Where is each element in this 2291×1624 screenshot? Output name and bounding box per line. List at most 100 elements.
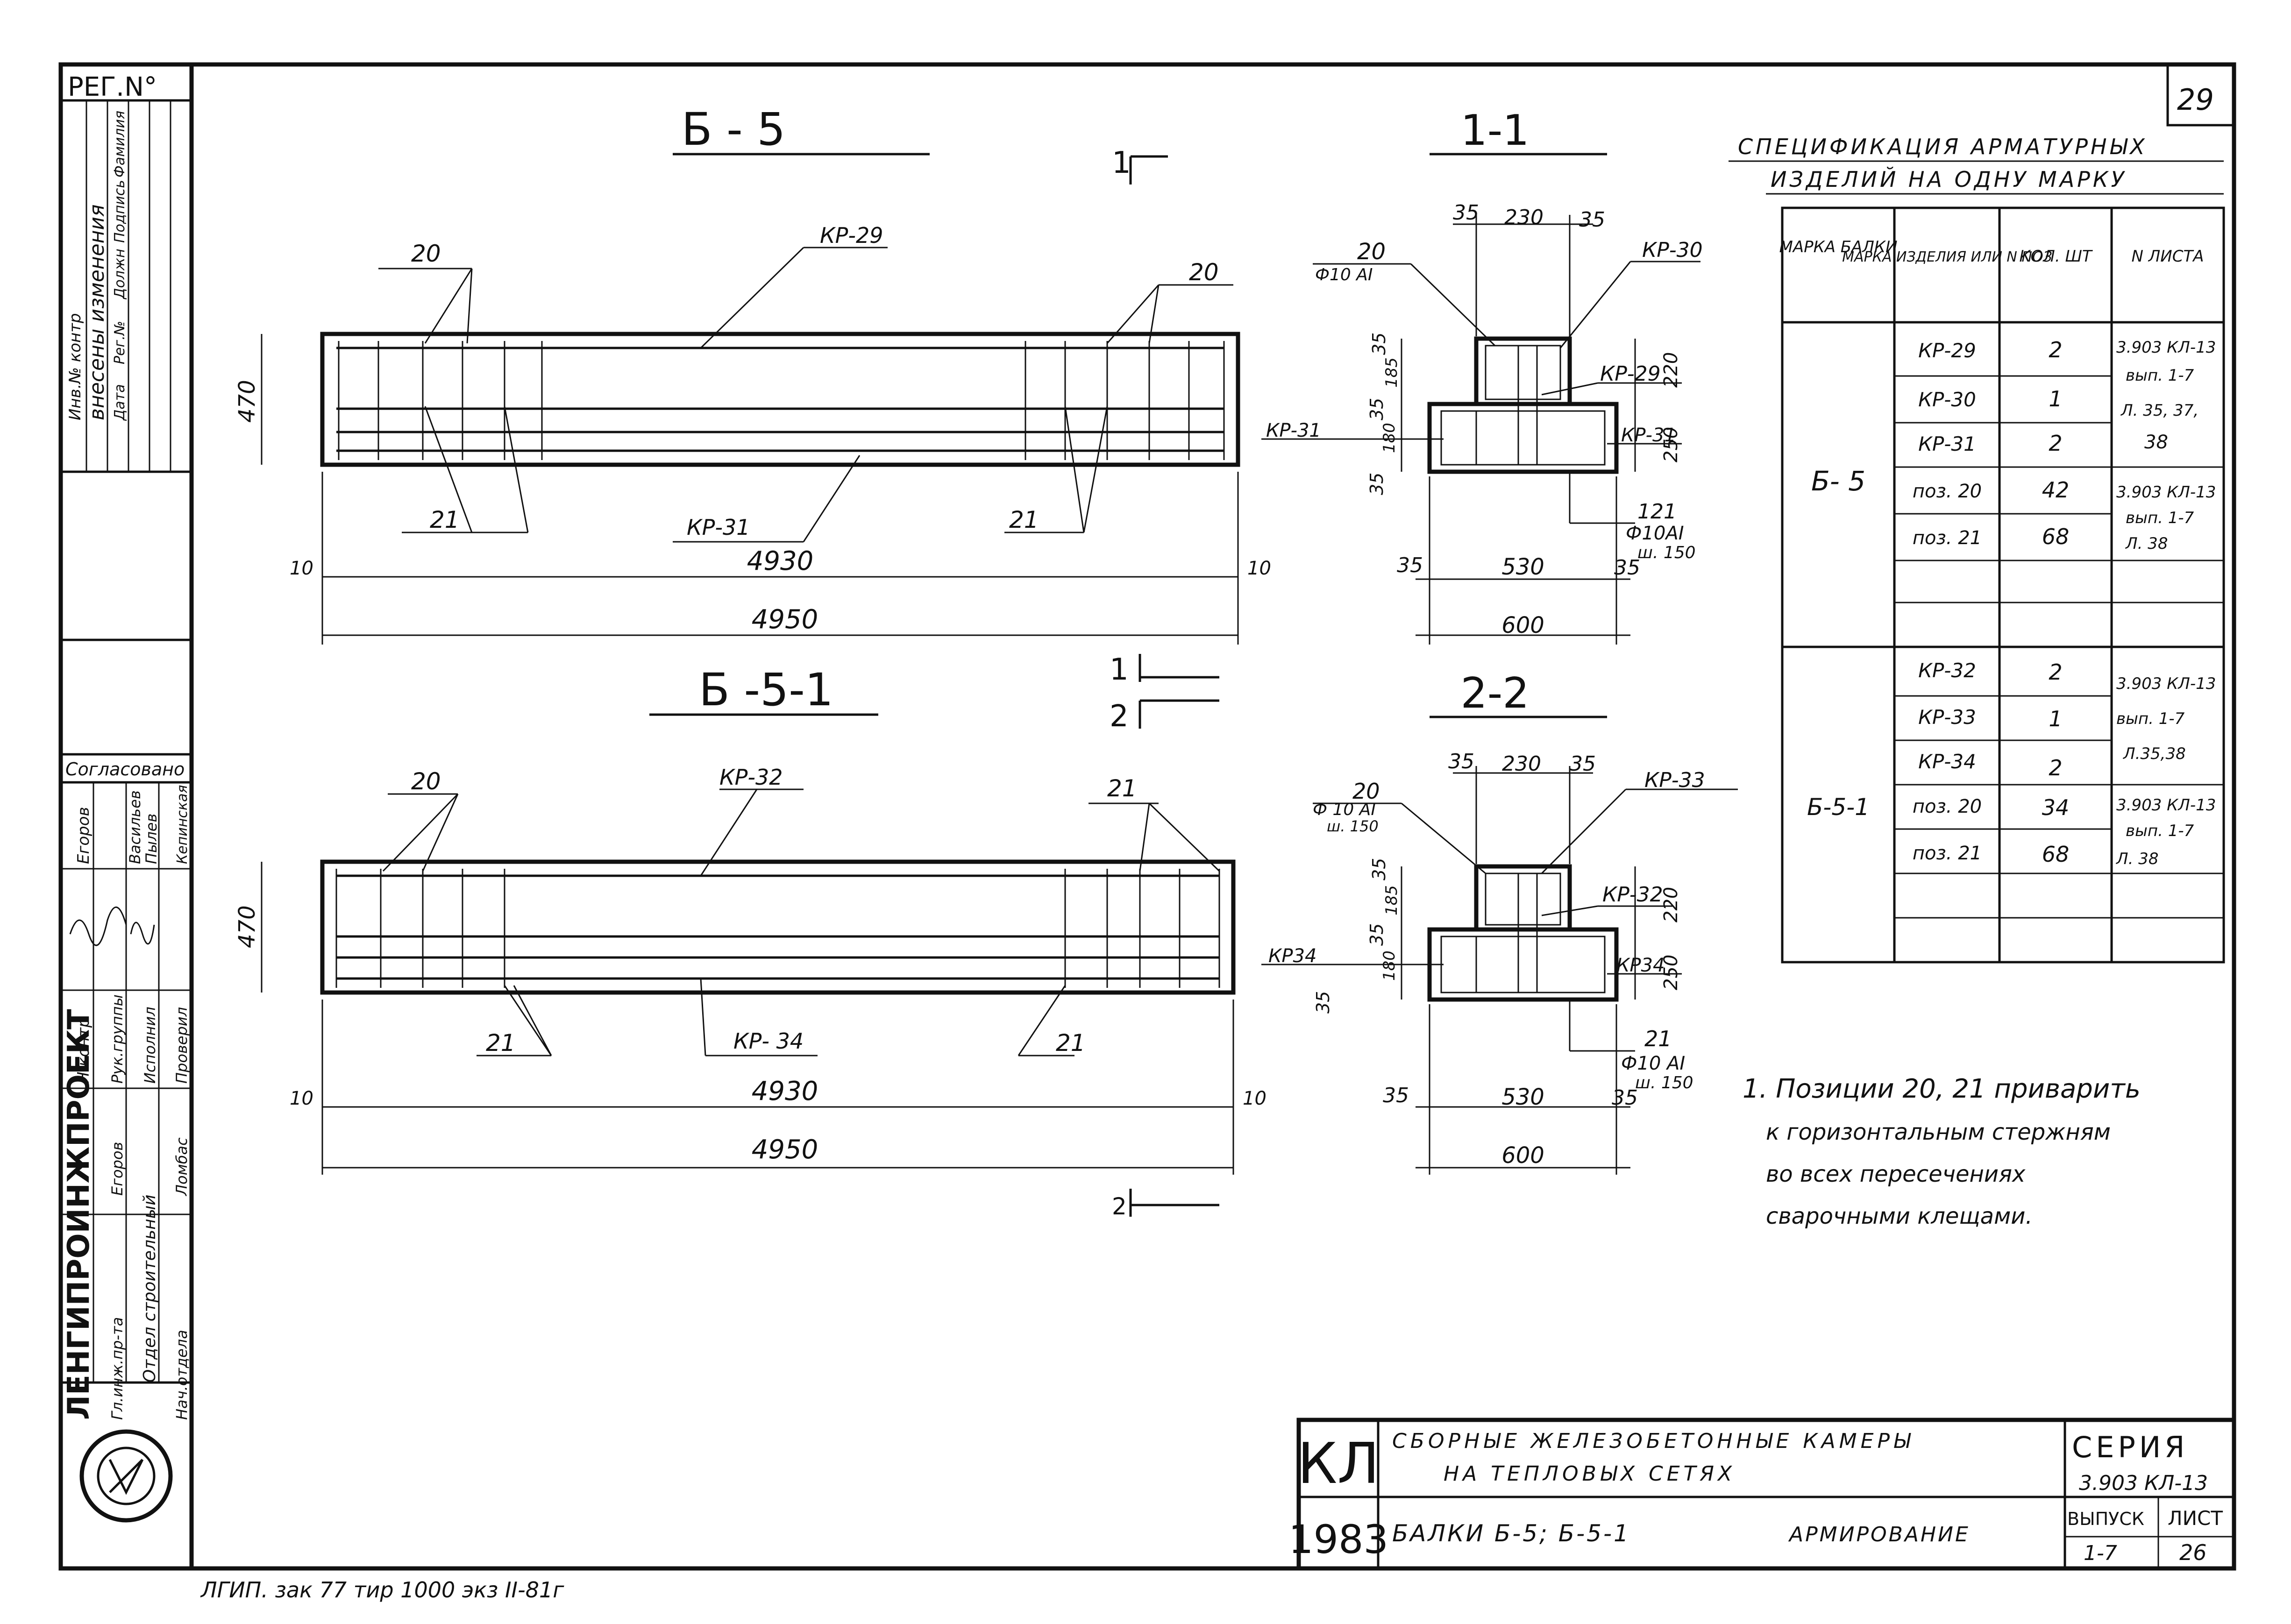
s22-w530: 530	[1501, 1084, 1544, 1110]
b51-inner-length: 4930	[752, 1076, 818, 1106]
b5-kp31-label: КР-31	[687, 515, 750, 540]
changes-col-4: Подпись	[112, 180, 128, 243]
stamp-sheet: 26	[2179, 1540, 2207, 1565]
s22-w35l: 35	[1383, 1084, 1409, 1107]
s11-d180: 180	[1380, 423, 1399, 453]
b51-cut-2: 2	[1110, 699, 1129, 734]
b5-end-right: 10	[1247, 558, 1271, 579]
inventory-label: Инв.№ контр	[66, 313, 85, 420]
s11-w35r: 35	[1614, 556, 1640, 580]
changes-col-5: Фамилия	[112, 111, 128, 177]
spec-b51-ref2-b: вып. 1-7	[2126, 822, 2194, 840]
spec-b5-ref2-c: Л. 38	[2125, 534, 2168, 553]
head-name: Ломбас	[173, 1137, 191, 1196]
s22-d230: 230	[1502, 752, 1541, 776]
b51-beam-outline	[320, 859, 1236, 995]
spec-b51-ref1-b: вып. 1-7	[2116, 709, 2185, 728]
spec-b51-item-4: поз. 20	[1913, 796, 1982, 817]
title-block-frame	[1296, 1418, 2236, 1571]
spec-b5-ref2-a: 3.903 КЛ-13	[2116, 483, 2216, 502]
stamp-year: 1983	[1288, 1517, 1388, 1562]
section-1-1: 1-1 35 230 35 20 Ф10 АI КР-30 КР-29 КР-3…	[1261, 106, 1703, 645]
b51-end-right: 10	[1243, 1088, 1266, 1109]
spec-b51-ref1-a: 3.903 КЛ-13	[2116, 674, 2216, 693]
s11-d250: 250	[1660, 427, 1682, 462]
changes-col-2: Рег.№	[112, 321, 128, 364]
b5-pos20-right: 20	[1189, 259, 1219, 286]
s22-d35v: 35	[1369, 858, 1389, 880]
title-block: КЛ 1983 СБОРНЫЕ ЖЕЛЕЗОБЕТОННЫЕ КАМЕРЫ НА…	[1288, 1418, 2236, 1571]
b5-pos21-left: 21	[430, 506, 460, 533]
b5-height-dim: 470	[234, 380, 260, 423]
note-line-4: сварочными клещами.	[1766, 1203, 2033, 1229]
s22-w35r: 35	[1612, 1086, 1638, 1110]
s22-kp34-right: КР34	[1616, 955, 1665, 976]
name-kepinskaya: Кепинская	[174, 785, 191, 864]
spec-b5-qty-4: 42	[2042, 477, 2070, 503]
b51-cut-1: 1	[1110, 652, 1129, 687]
spec-b5-mark: Б- 5	[1811, 465, 1865, 497]
b51-pos21-right: 21	[1056, 1029, 1086, 1057]
print-footer: ЛГИП. зак 77 тир 1000 экз II-81г	[200, 1577, 564, 1603]
spec-b51-ref2-a: 3.903 КЛ-13	[2116, 796, 2216, 815]
role-n-kontr: Н.контр	[74, 1018, 93, 1084]
s22-kp33: КР-33	[1644, 768, 1705, 792]
s11-d220: 220	[1660, 352, 1682, 388]
s22-web-outline	[1474, 864, 1572, 932]
spec-b51-ref2-c: Л. 38	[2115, 850, 2158, 868]
spec-b5-ref1-c: Л. 35, 37,	[2120, 401, 2199, 420]
spec-table: СПЕЦИФИКАЦИЯ АРМАТУРНЫХ ИЗДЕЛИЙ НА ОДНУ …	[1729, 134, 2225, 964]
s11-kp31-right: КР-31	[1621, 425, 1676, 446]
b5-cut-marker: 1	[1112, 146, 1131, 180]
spec-b51-item-3: КР-34	[1918, 750, 1976, 773]
spec-b5-item-3: КР-31	[1918, 433, 1976, 455]
stamp-subject-2: АРМИРОВАНИЕ	[1788, 1523, 1970, 1546]
s11-d35v: 35	[1369, 333, 1389, 355]
s22-bar21: Ф10 АI	[1621, 1053, 1685, 1074]
b51-outer-length: 4950	[752, 1135, 818, 1165]
b51-pos21-left: 21	[486, 1029, 516, 1057]
spec-b51-item-5: поз. 21	[1913, 843, 1982, 864]
spec-header-item: МАРКА ИЗДЕЛИЯ ИЛИ N ПОЗ	[1842, 249, 2052, 265]
b51-cut-bottom: 2	[1112, 1193, 1127, 1220]
stamp-series-label: СЕРИЯ	[2072, 1430, 2188, 1464]
s22-pos21: 21	[1644, 1026, 1672, 1051]
stamp-subject: БАЛКИ Б-5; Б-5-1	[1392, 1520, 1630, 1547]
spec-b5-item-1: КР-29	[1918, 339, 1976, 362]
s11-kp31-left: КР-31	[1266, 420, 1321, 441]
stamp-code: КЛ	[1297, 1432, 1379, 1496]
b5-beam-outline	[320, 332, 1240, 467]
spec-b51-item-2: КР-33	[1918, 706, 1976, 729]
changes-col-1: Дата	[112, 384, 128, 421]
spec-b5-ref1-a: 3.903 КЛ-13	[2116, 338, 2216, 357]
b51-height-dim: 470	[234, 905, 260, 948]
s11-pos20: 20	[1357, 239, 1386, 265]
notes-block: 1. Позиции 20, 21 приварить к горизонтал…	[1743, 1074, 2141, 1229]
s22-step20: ш. 150	[1327, 817, 1379, 835]
s11-w600: 600	[1501, 612, 1544, 638]
s22-d220: 220	[1660, 887, 1682, 922]
spec-header-qty: КОЛ. ШТ	[2019, 247, 2092, 266]
b5-kp29-label: КР-29	[820, 223, 883, 248]
spec-b51-item-1: КР-32	[1918, 659, 1976, 682]
s22-d35a: 35	[1448, 750, 1474, 773]
s11-d230: 230	[1504, 206, 1544, 229]
corner-number-box	[2166, 63, 2235, 127]
corner-sheet-number: 29	[2177, 83, 2214, 117]
spec-b51-qty-3: 2	[2049, 755, 2062, 780]
spec-b51-qty-2: 1	[2049, 706, 2062, 731]
s11-title: 1-1	[1461, 106, 1530, 155]
note-line-1: 1. Позиции 20, 21 приварить	[1743, 1074, 2141, 1104]
spec-b5-qty-2: 1	[2049, 386, 2062, 411]
spec-grid	[1781, 206, 2225, 964]
b5-end-left: 10	[290, 558, 313, 579]
role-proveril: Проверил	[173, 1007, 191, 1084]
b5-pos20-left: 20	[411, 240, 441, 267]
s22-title: 2-2	[1461, 669, 1530, 718]
s22-d35b: 35	[1570, 752, 1596, 776]
b5-stirrups-right	[1025, 341, 1225, 460]
org-name: ЛЕНГИПРОИНЖПРОЕКТ	[62, 1009, 96, 1420]
spec-b51-qty-1: 2	[2049, 660, 2062, 685]
s11-kp30: КР-30	[1642, 238, 1703, 262]
